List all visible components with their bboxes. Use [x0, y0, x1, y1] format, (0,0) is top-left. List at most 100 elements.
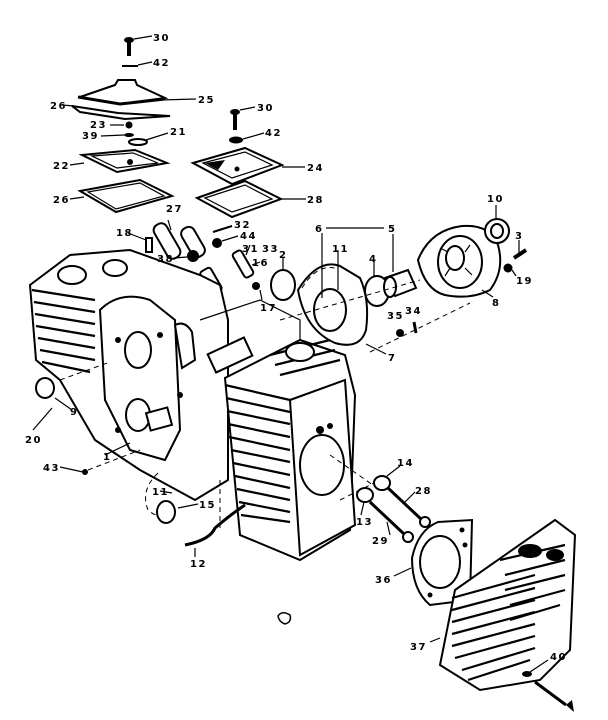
bushing-15-part [156, 500, 176, 524]
callout-27: 27 [166, 204, 183, 215]
plug-20-part [35, 377, 55, 399]
pin-32-part [212, 225, 233, 233]
callout-30: 30 [153, 33, 170, 44]
callout-19: 19 [516, 276, 533, 287]
callout-23: 23 [90, 120, 107, 131]
spring-38-part [187, 250, 199, 262]
top-right-cover-stack [190, 106, 306, 219]
left-cylinder-fins [31, 259, 128, 374]
callout-22: 22 [53, 161, 70, 172]
gasket-26-mid-part [77, 178, 175, 214]
callout-31: 31 [242, 244, 259, 255]
callout-9: 9 [70, 407, 78, 418]
bearing-plate-group [279, 205, 528, 355]
callout-3: 3 [515, 231, 523, 242]
screw-30-part [124, 37, 134, 56]
callout-18: 18 [116, 228, 133, 239]
callout-24: 24 [307, 163, 324, 174]
callout-38: 38 [157, 254, 174, 265]
tappet-27b-part [180, 225, 206, 259]
callout-10: 10 [487, 194, 504, 205]
right-cylinder [223, 338, 357, 562]
retainer-17-part [252, 282, 260, 290]
callout-39: 39 [82, 131, 99, 142]
callout-12: 12 [190, 559, 207, 570]
callout-29: 29 [372, 536, 389, 547]
callout-6: 6 [315, 224, 323, 235]
gasket-28-part [194, 179, 284, 219]
gasket-26-top-part [71, 105, 171, 121]
callout-15: 15 [199, 500, 216, 511]
callout-1: 1 [103, 452, 111, 463]
callout-35: 35 [387, 311, 404, 322]
callout-26-mid: 26 [53, 195, 70, 206]
pushrod-and-head-group [329, 454, 577, 712]
callout-5: 5 [388, 224, 396, 235]
cover-25-part [77, 79, 169, 106]
washer-19-part [503, 263, 513, 273]
callout-16: 16 [252, 258, 269, 269]
stray-mark [277, 612, 292, 625]
cylinder-head-face [288, 378, 357, 557]
spring-16-part [231, 249, 255, 279]
callout-8: 8 [492, 298, 500, 309]
washer-39-part [124, 133, 134, 137]
callout-33: 33 [262, 244, 279, 255]
top-left-cover-stack [61, 35, 197, 214]
callout-21: 21 [170, 127, 187, 138]
dowel-43-part [82, 469, 88, 475]
washer-42b-part [229, 136, 243, 144]
callout-11: 11 [332, 244, 349, 255]
screw-30b-part [230, 109, 240, 130]
callout-42: 42 [153, 58, 170, 69]
callout-4: 4 [369, 254, 377, 265]
plug-23-part [125, 121, 133, 129]
gasket-21-part [128, 138, 148, 146]
callout-43: 43 [43, 463, 60, 474]
callout-36: 36 [375, 575, 392, 586]
breather-22-part [78, 148, 171, 174]
tappet-14-part [373, 475, 391, 491]
callout-44: 44 [240, 231, 257, 242]
cover-24-part [190, 146, 285, 186]
callout-28: 28 [307, 195, 324, 206]
callout-14: 14 [397, 458, 414, 469]
bottom-left-parts [145, 472, 292, 625]
bolt-3-part [512, 248, 528, 260]
head-gasket-36-part [410, 518, 474, 607]
callout-25: 25 [198, 95, 215, 106]
callout-32: 32 [234, 220, 251, 231]
seal-ring-2-part [270, 269, 296, 301]
crankcase-block [28, 248, 301, 502]
pin-18-part [145, 237, 153, 253]
washer-35-part [396, 329, 404, 337]
callout-13: 13 [356, 517, 373, 528]
flange-8-part [416, 224, 502, 298]
bolt-34-part [412, 321, 418, 334]
callout-17: 17 [260, 303, 277, 314]
callout-34: 34 [405, 306, 422, 317]
callout-42-right: 42 [265, 128, 282, 139]
callout-26-top: 26 [50, 101, 67, 112]
callout-28-bottom: 28 [415, 486, 432, 497]
right-cylinder-fins [224, 338, 341, 524]
push-rod-28-part [386, 486, 431, 528]
callout-37: 37 [410, 642, 427, 653]
cylinder-head-37-part [438, 518, 577, 692]
tappet-13-part [356, 487, 374, 503]
callout-20: 20 [25, 435, 42, 446]
callout-40: 40 [550, 652, 567, 663]
callout-7: 7 [388, 353, 396, 364]
callout-30-right: 30 [257, 103, 274, 114]
callout-labels: 30 42 25 26 23 39 21 22 26 30 42 24 28 2… [25, 33, 567, 663]
push-rod-29-part [368, 500, 414, 543]
oil-seal-10-part [484, 218, 510, 244]
callout-11-bottom: 11 [152, 487, 169, 498]
callout-2: 2 [279, 250, 287, 261]
bushing-5-part [383, 268, 418, 298]
spring-keeper-44-part [212, 238, 222, 248]
tube-12-part [184, 503, 246, 547]
bolt-40-part [522, 671, 574, 712]
left-small-parts [32, 361, 141, 475]
